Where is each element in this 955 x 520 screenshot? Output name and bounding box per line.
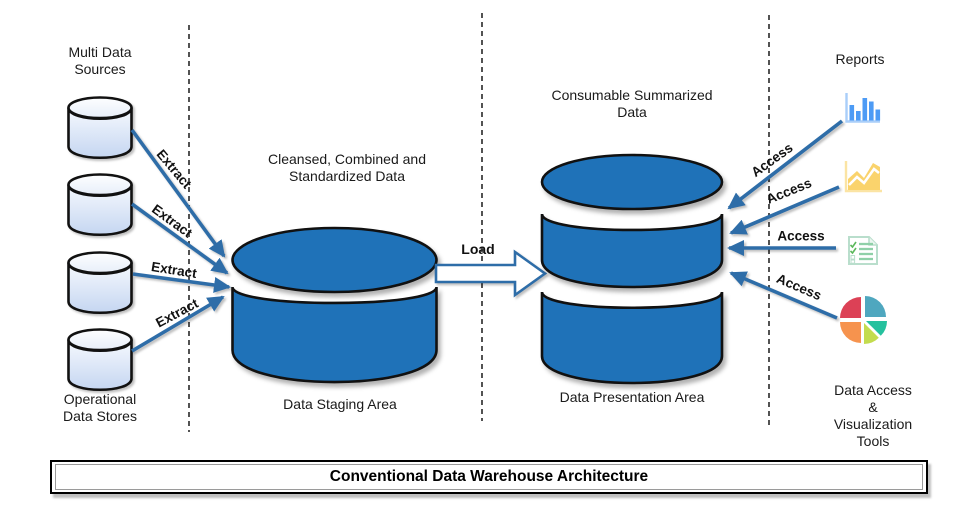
load-label: Load [461,241,495,257]
extract-arrow-4 [131,295,225,353]
tools-top-label: Reports [835,51,885,67]
source-database-cylinder-4 [67,328,133,392]
tools-bottom-label: Data Access & Visualization Tools [833,382,913,449]
source-database-cylinder-1 [67,96,133,160]
extract-arrow-1 [130,128,226,258]
load-arrow [434,249,548,298]
source-database-cylinder-3 [67,251,133,315]
sources-bottom-label: Operational Data Stores [63,391,137,424]
staging-bottom-label: Data Staging Area [283,396,397,412]
diagram-title-box: Conventional Data Warehouse Architecture [50,460,928,494]
access-arrow-1 [727,119,844,210]
extract-arrow-3 [132,272,231,293]
staging-cylinder [231,226,438,384]
area-chart-icon [844,161,882,193]
sources-top-label: Multi Data Sources [68,44,132,77]
diagram-title-inner-border: Conventional Data Warehouse Architecture [55,464,923,490]
staging-top-label: Cleansed, Combined and Standardized Data [268,151,426,184]
presentation-top-label: Consumable Summarized Data [551,87,713,120]
extract-arrow-2 [130,202,229,275]
bar-chart-icon [845,93,881,123]
access-label-3: Access [777,228,825,244]
access-arrow-4 [729,271,838,320]
source-database-cylinder-2 [67,173,133,237]
report-document-icon [848,236,878,265]
pie-chart-icon [840,296,887,344]
diagram-title: Conventional Data Warehouse Architecture [329,468,649,485]
access-arrow-2 [729,185,840,235]
presentation-bottom-label: Data Presentation Area [559,389,705,405]
presentation-cylinder [540,153,724,385]
